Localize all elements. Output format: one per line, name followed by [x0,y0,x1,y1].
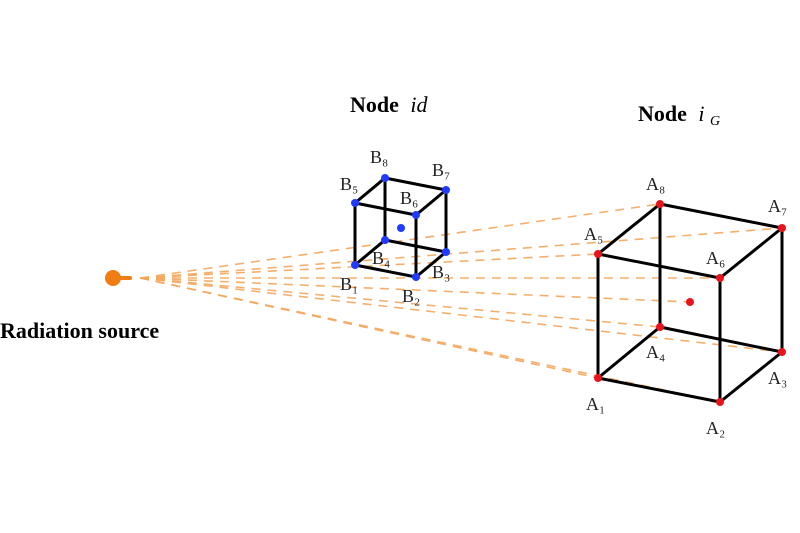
ray-to-a2 [139,253,599,279]
ray-to-a5 [139,277,661,328]
node-large-title-prefix: Node [638,101,687,126]
source-dot [105,270,121,286]
label-b5: B₅ [340,174,358,194]
vertex-b3 [442,248,450,256]
center-a [686,298,694,306]
label-b2: B₂ [402,286,420,306]
label-b1: B₁ [340,274,358,294]
label-a6: A₆ [706,248,725,268]
label-b3: B₃ [432,262,450,282]
label-a1: A₁ [586,394,605,414]
vertex-a8 [656,200,664,208]
radiation-source [105,270,132,286]
label-a5: A₅ [584,224,603,244]
large-edge [596,376,722,404]
ray-to-a7 [139,277,783,353]
node-small-title-italic: id [410,92,428,117]
vertex-b2 [412,273,420,281]
label-a3: A₃ [768,368,787,388]
node-large-title: Node i G [638,101,720,129]
vertex-b5 [351,199,359,207]
small-edge [383,176,448,192]
label-a2: A₂ [706,418,725,438]
vertex-a4 [656,323,664,331]
small-edge [353,201,418,217]
vertex-b8 [381,174,389,182]
node-small-title-prefix: Node [350,92,399,117]
ray-to-a6 [139,227,783,279]
large-edge [596,202,662,256]
vertex-b1 [351,261,359,269]
source-label: Radiation source [0,318,159,343]
ray-to-a8 [139,277,721,403]
small-edge [414,250,448,279]
node-large-cube: Node i G A₁ A₂ [584,101,787,438]
node-small-title: Node id [350,92,429,117]
large-vertices [594,200,786,406]
ray-to-a3 [139,203,661,279]
small-edge [353,263,418,279]
label-a7: A₇ [768,196,787,216]
small-edge [353,238,387,267]
vertex-a3 [778,348,786,356]
large-edge [596,325,662,380]
node-large-title-subscript: G [710,114,720,129]
vertex-a2 [716,398,724,406]
vertex-a1 [594,374,602,382]
small-vertices [351,174,450,281]
label-b6: B₆ [400,188,418,208]
label-a8: A₈ [646,174,665,194]
small-edge [353,176,387,205]
center-b [397,224,405,232]
label-a4: A₄ [646,342,665,362]
radiation-rays [139,203,783,403]
vertex-b6 [412,211,420,219]
vertex-b7 [442,186,450,194]
small-edge [414,188,448,217]
large-edge [718,226,784,280]
node-large-title-italic: i [698,101,704,126]
large-edge [658,202,784,230]
vertex-a6 [716,274,724,282]
large-edge [718,350,784,404]
node-small-cube: Node id B₁ B₂ B₃ [340,92,450,306]
label-b7: B₇ [432,160,450,180]
vertex-a5 [594,250,602,258]
ray-to-a9 [139,277,691,303]
vertex-a7 [778,224,786,232]
vertex-b4 [381,236,389,244]
large-edge [596,252,722,280]
ray-to-a1 [139,277,599,379]
label-b8: B₈ [370,147,388,167]
label-b4: B₄ [372,248,390,268]
